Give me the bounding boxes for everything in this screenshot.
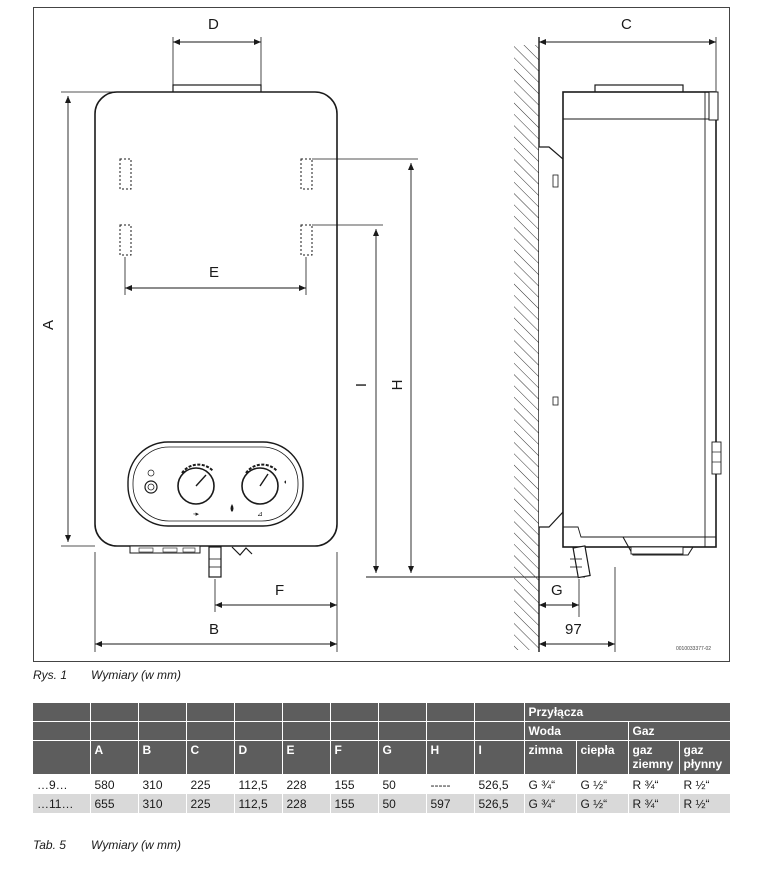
table-cell: …9…	[33, 774, 91, 794]
header-woda: Woda	[524, 721, 629, 741]
svg-text:◖: ◖	[283, 479, 287, 486]
label-i: I	[353, 383, 370, 387]
table-cell: 526,5	[474, 794, 525, 813]
gas-connection-side	[572, 545, 591, 579]
label-h: H	[389, 380, 406, 391]
table-cell: 112,5	[234, 774, 283, 794]
svg-text:⊿: ⊿	[257, 511, 263, 518]
column-header: gaz ziemny	[628, 740, 680, 775]
label-b: B	[209, 621, 219, 638]
dimensions-table: Przyłącza Woda Gaz A B C D E F G H I zim…	[33, 703, 731, 813]
label-c: C	[621, 16, 632, 33]
table-caption-text: Wymiary (w mm)	[91, 838, 181, 852]
mount-hole	[300, 158, 313, 190]
wall-bracket	[539, 146, 564, 528]
wall-hatch	[514, 45, 539, 650]
column-header: F	[330, 740, 379, 775]
control-panel	[127, 441, 304, 527]
figure-caption: Rys. 1 Wymiary (w mm)	[33, 668, 181, 682]
table-cell: 112,5	[234, 794, 283, 813]
drawing-code: 0010033377-02	[676, 646, 711, 652]
table-caption-number: Tab. 5	[33, 838, 66, 852]
table-header-row-2: Woda Gaz	[33, 721, 731, 741]
side-view	[514, 37, 722, 652]
table-cell: 655	[90, 794, 139, 813]
table-header-row-1: Przyłącza	[33, 703, 731, 722]
mount-hole	[119, 224, 132, 256]
table-cell: G ½“	[576, 794, 629, 813]
table-cell: R ¾“	[628, 794, 680, 813]
label-a: A	[40, 320, 57, 330]
table-caption: Tab. 5 Wymiary (w mm)	[33, 838, 181, 852]
table-cell: R ½“	[679, 794, 731, 813]
mount-hole	[119, 158, 132, 190]
table-cell: 310	[138, 794, 187, 813]
water-drop-icon	[230, 504, 234, 512]
table-cell: …11…	[33, 794, 91, 813]
svg-text:◦▸: ◦▸	[193, 511, 199, 518]
label-f: F	[275, 582, 284, 599]
label-g: G	[551, 582, 563, 599]
table-cell: -----	[426, 774, 475, 794]
table-row: …11… 655 310 225 112,5 228 155 50 597 52…	[33, 794, 731, 813]
table-cell: 310	[138, 774, 187, 794]
heater-body	[94, 91, 338, 547]
label-d: D	[208, 16, 219, 33]
column-header: H	[426, 740, 475, 775]
table-cell: R ¾“	[628, 774, 680, 794]
table-cell: 155	[330, 794, 379, 813]
table-cell: 50	[378, 794, 427, 813]
front-view: ◦▸ ⊿ ◖	[94, 84, 338, 578]
dimension-drawing: ◦▸ ⊿ ◖ D A E F	[33, 7, 730, 662]
header-gaz: Gaz	[628, 721, 731, 741]
front-dimensions: D A E F B I H	[40, 16, 585, 652]
table-cell: 228	[282, 774, 331, 794]
table-cell: R ½“	[679, 774, 731, 794]
table-cell: 526,5	[474, 774, 525, 794]
column-header: D	[234, 740, 283, 775]
figure-caption-text: Wymiary (w mm)	[91, 668, 181, 682]
bottom-bracket	[129, 545, 201, 554]
side-dimensions: C G 97	[539, 16, 717, 652]
column-header	[33, 740, 91, 775]
table-cell: 225	[186, 794, 235, 813]
column-header: I	[474, 740, 525, 775]
table-cell: 597	[426, 794, 475, 813]
figure-frame	[33, 7, 730, 662]
header-przylacza: Przyłącza	[524, 703, 731, 722]
column-header: E	[282, 740, 331, 775]
heater-side-body	[562, 91, 717, 548]
table-cell: 580	[90, 774, 139, 794]
figure-caption-number: Rys. 1	[33, 668, 68, 682]
table-header-row-3: A B C D E F G H I zimna ciepła gaz ziemn…	[33, 740, 731, 775]
table-row: …9… 580 310 225 112,5 228 155 50 ----- 5…	[33, 774, 731, 794]
table-cell: G ¾“	[524, 774, 577, 794]
column-header: ciepła	[576, 740, 629, 775]
column-header: G	[378, 740, 427, 775]
table-cell: 228	[282, 794, 331, 813]
column-header: C	[186, 740, 235, 775]
table-cell: G ½“	[576, 774, 629, 794]
gas-connection	[208, 546, 222, 578]
column-header: gaz płynny	[679, 740, 731, 775]
column-header: A	[90, 740, 139, 775]
table-cell: 50	[378, 774, 427, 794]
table-cell: G ¾“	[524, 794, 577, 813]
table-cell: 155	[330, 774, 379, 794]
column-header: B	[138, 740, 187, 775]
mount-hole	[300, 224, 313, 256]
label-e: E	[209, 264, 219, 281]
label-97: 97	[565, 621, 582, 638]
table-cell: 225	[186, 774, 235, 794]
column-header: zimna	[524, 740, 577, 775]
